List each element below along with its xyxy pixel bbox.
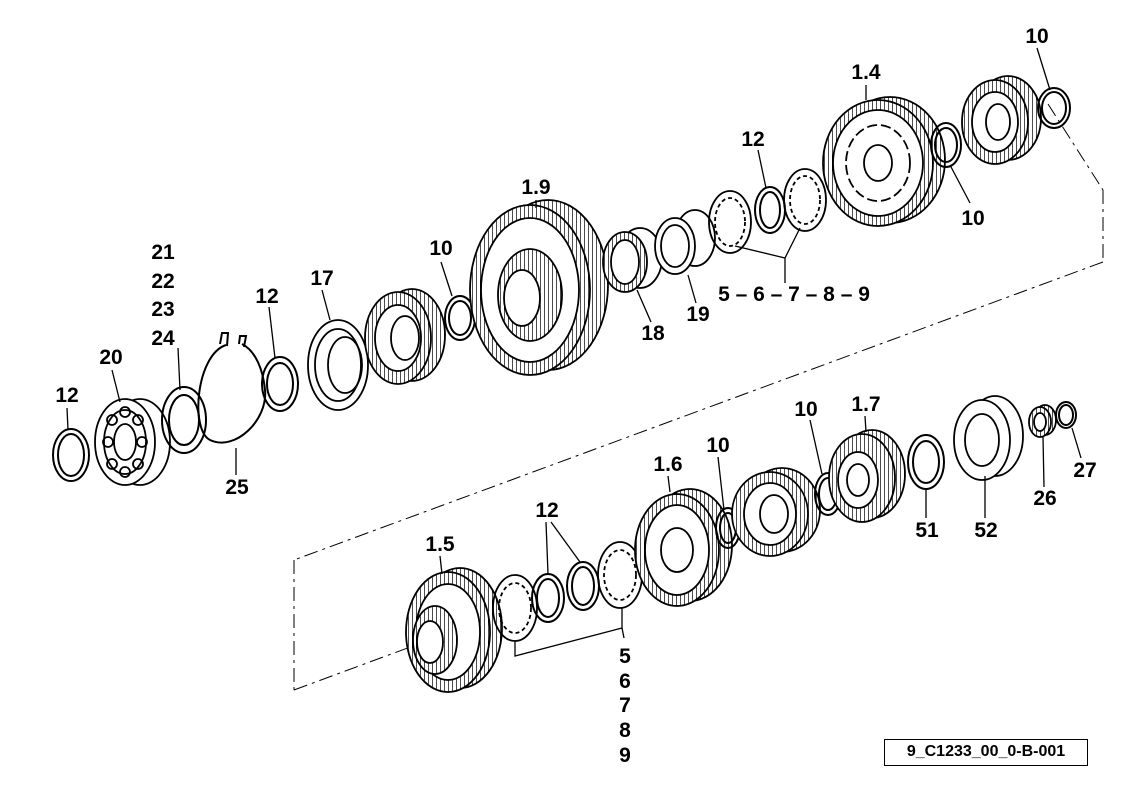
label-12-left: 12 xyxy=(55,384,78,407)
needle-bearing-18 xyxy=(602,227,663,293)
label-17: 17 xyxy=(310,267,333,290)
ring-10-top xyxy=(1037,87,1071,129)
label-10-top: 10 xyxy=(1025,25,1048,48)
synchronizer-upper-right xyxy=(961,75,1042,165)
friction-discs-upper xyxy=(708,168,827,254)
label-1-9: 1.9 xyxy=(521,176,550,199)
gear-1-7 xyxy=(828,429,906,523)
label-12-mid: 12 xyxy=(255,285,278,308)
label-5: 5 xyxy=(619,645,631,668)
label-22: 22 xyxy=(151,270,174,293)
label-10-mid: 10 xyxy=(429,237,452,260)
label-27: 27 xyxy=(1073,459,1096,482)
label-9: 9 xyxy=(619,744,631,767)
label-7: 7 xyxy=(619,694,631,717)
label-18: 18 xyxy=(641,322,665,345)
label-1-4: 1.4 xyxy=(851,61,881,84)
label-1-6: 1.6 xyxy=(653,453,682,476)
reference-code: 9_C1233_00_0-B-001 xyxy=(884,739,1088,766)
gear-1-6 xyxy=(634,488,733,607)
retaining-clip-25 xyxy=(197,332,267,444)
label-21: 21 xyxy=(151,241,175,264)
gear-1-5 xyxy=(405,567,503,693)
gear-1-9 xyxy=(469,199,609,376)
label-19: 19 xyxy=(686,303,709,326)
bearing-20 xyxy=(94,398,171,486)
bearing-cup-52 xyxy=(953,395,1024,481)
label-26: 26 xyxy=(1033,487,1056,510)
label-12-lower: 12 xyxy=(535,499,558,522)
label-5-to-9-row: 5 – 6 – 7 – 8 – 9 xyxy=(718,283,870,306)
snap-ring-51 xyxy=(907,434,945,490)
label-1-7: 1.7 xyxy=(851,393,880,416)
snap-ring-12-mid xyxy=(261,356,299,412)
label-1-5: 1.5 xyxy=(425,533,455,556)
ring-27 xyxy=(1055,401,1077,429)
snap-ring-12-top xyxy=(754,186,786,234)
leader-lines xyxy=(66,47,1082,657)
label-12-top: 12 xyxy=(741,128,764,151)
snap-ring-12-left xyxy=(52,428,90,482)
label-51: 51 xyxy=(915,519,939,542)
label-52: 52 xyxy=(974,519,997,542)
label-10-right: 10 xyxy=(961,207,984,230)
label-8: 8 xyxy=(619,719,631,742)
needle-bearing-26 xyxy=(1028,404,1057,438)
label-6: 6 xyxy=(619,670,631,693)
ring-10-right xyxy=(930,122,962,168)
label-10-lower-a: 10 xyxy=(794,398,817,421)
synchronizer-lower xyxy=(731,467,821,557)
sleeve-19 xyxy=(654,209,716,275)
synchronizer-hub-upper xyxy=(364,288,446,385)
callout-labels: 10 1.4 12 1.9 10 10 21 22 23 24 17 12 20… xyxy=(55,25,1096,767)
label-23: 23 xyxy=(151,298,174,321)
label-25: 25 xyxy=(225,476,249,499)
snap-rings-12-lower xyxy=(531,561,600,623)
label-24: 24 xyxy=(151,327,175,350)
label-20: 20 xyxy=(99,346,122,369)
thrust-washer-17 xyxy=(307,319,369,411)
gear-1-4 xyxy=(822,96,946,227)
label-10-lower-b: 10 xyxy=(706,434,729,457)
